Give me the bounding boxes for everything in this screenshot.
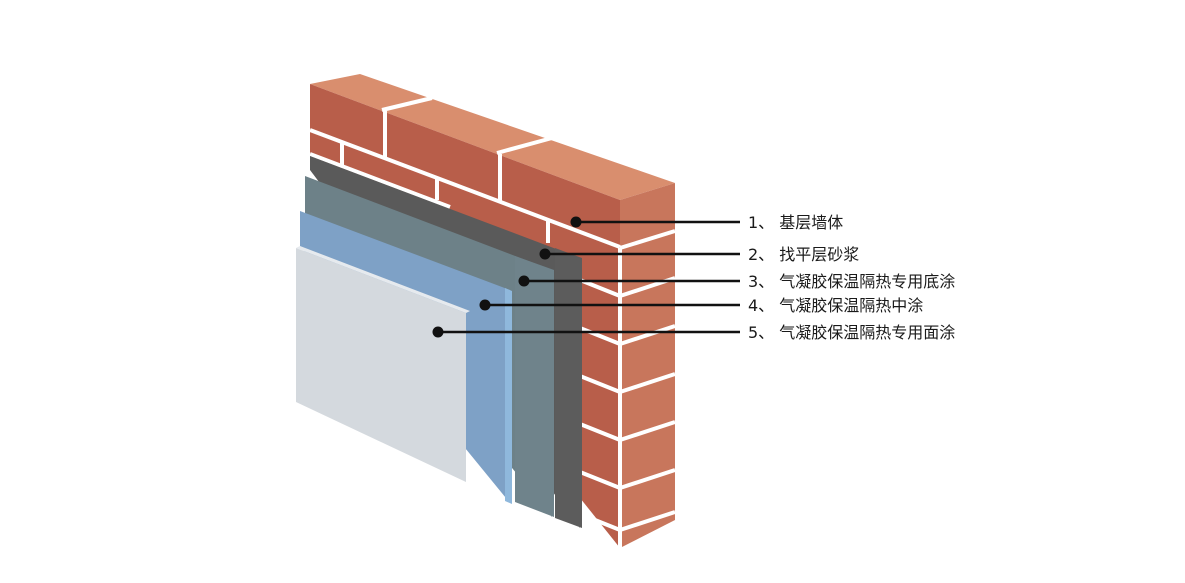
top-coat-layer	[296, 246, 470, 482]
callout-leveling-mortar: 2、 找平层砂浆	[539, 245, 859, 264]
top-coat-front	[296, 248, 466, 482]
callout-primer: 3、 气凝胶保温隔热专用底涂	[518, 272, 955, 291]
callout-dot	[570, 216, 582, 228]
primer-side	[515, 256, 554, 517]
mid-coat-edge	[505, 288, 512, 504]
label-top-coat: 5、 气凝胶保温隔热专用面涂	[748, 323, 955, 342]
label-base-wall: 1、 基层墙体	[748, 213, 843, 232]
callout-dot	[432, 326, 444, 338]
label-leveling-mortar: 2、 找平层砂浆	[748, 245, 859, 264]
callout-base-wall: 1、 基层墙体	[570, 213, 843, 232]
callout-mid-coat: 4、 气凝胶保温隔热中涂	[479, 296, 923, 315]
callout-dot	[479, 299, 491, 311]
label-mid-coat: 4、 气凝胶保温隔热中涂	[748, 296, 923, 315]
legend-callouts: 1、 基层墙体 2、 找平层砂浆 3、 气凝胶保温隔热专用底涂 4、 气凝胶保温…	[432, 213, 955, 342]
leveling-mortar-side	[555, 248, 582, 528]
brick-wall-side-face	[620, 183, 675, 548]
top-coat-edge	[296, 246, 470, 313]
callout-dot	[539, 248, 551, 260]
callout-top-coat: 5、 气凝胶保温隔热专用面涂	[432, 323, 955, 342]
label-primer: 3、 气凝胶保温隔热专用底涂	[748, 272, 955, 291]
callout-dot	[518, 275, 530, 287]
